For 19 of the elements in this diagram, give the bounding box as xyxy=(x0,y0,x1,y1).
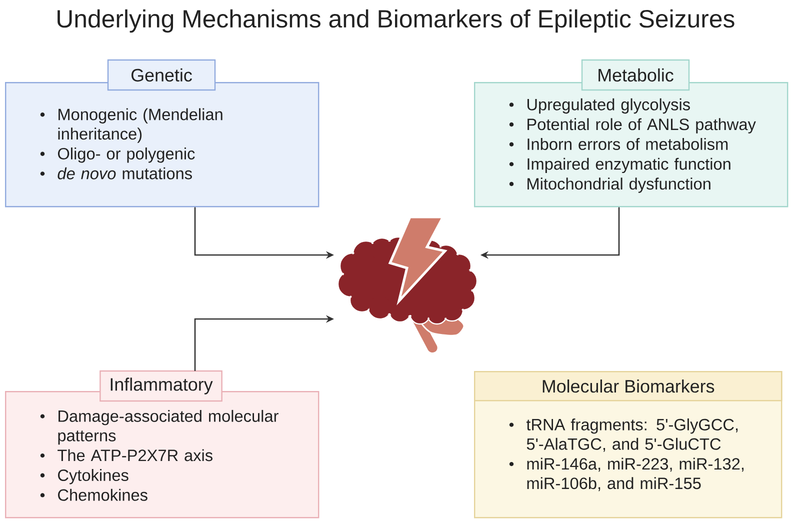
heading-tab: Metabolic xyxy=(581,59,690,91)
list-item: de novo mutations xyxy=(58,167,192,180)
heading-tab: Inflammatory xyxy=(100,370,222,402)
list-item: Potential role of ANLS pathway xyxy=(528,118,756,134)
list-item: Inborn errors of metabolism xyxy=(528,138,728,150)
list-item: miR-146a, miR-223, miR-132, miR-106b, and miR-155 xyxy=(527,458,744,492)
list-item: Damage-associated molecular patterns xyxy=(58,410,278,445)
list-item: Chemokines xyxy=(58,488,148,501)
list-item: The ATP-P2X7R axis xyxy=(58,449,212,462)
list-item: Oligo- or polygenic xyxy=(58,148,195,163)
heading-band: Molecular Biomarkers xyxy=(474,371,782,402)
list-item: Cytokines xyxy=(58,469,128,484)
list-item: Monogenic (Mendelian inheritance) xyxy=(58,108,222,143)
brain-drawing xyxy=(337,216,478,352)
title: Underlying Mechanisms and Biomarkers of Epileptic Seizures xyxy=(58,9,734,33)
list-item: Mitochondrial dysfunction xyxy=(528,178,710,193)
list-item: Impaired enzymatic function xyxy=(528,158,730,174)
list-item: Upregulated glycolysis xyxy=(527,98,690,114)
heading-tab: Genetic xyxy=(107,59,216,91)
